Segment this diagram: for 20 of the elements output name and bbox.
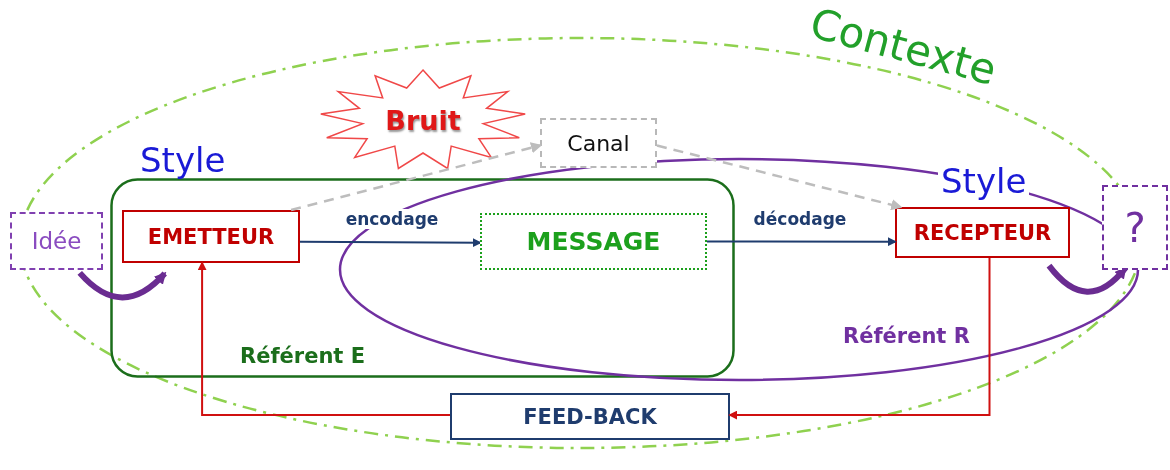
arrow [1046, 263, 1128, 295]
actor-box: EMETTEUR [122, 210, 300, 263]
referent-label: Référent R [843, 325, 970, 349]
arrow [197, 261, 451, 417]
referent-label: Référent E [240, 345, 366, 369]
arrow [728, 257, 991, 420]
actor-box: RECEPTEUR [895, 207, 1070, 258]
idea-box: Idée [10, 212, 103, 270]
noise-label: Bruit [385, 104, 461, 136]
arrow [290, 142, 543, 212]
arrow [656, 144, 903, 211]
message-box: MESSAGE [480, 213, 707, 270]
channel-box: Canal [540, 118, 657, 168]
arrow [77, 270, 167, 301]
noise-starburst [318, 68, 528, 172]
feedback-box: FEED-BACK [450, 393, 730, 440]
question-box: ? [1102, 185, 1168, 270]
arrow [299, 238, 482, 248]
arrow [706, 237, 897, 247]
style-label: Style [140, 142, 226, 180]
